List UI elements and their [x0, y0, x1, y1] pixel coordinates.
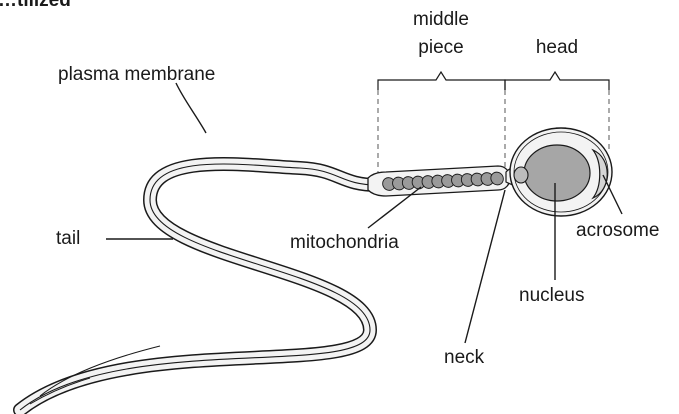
head	[506, 128, 612, 216]
label-plasma-membrane: plasma membrane	[58, 64, 215, 85]
header-fragment: …tilized	[0, 0, 71, 11]
tail	[20, 164, 378, 410]
acrosome-leader	[603, 175, 622, 214]
nucleus	[524, 145, 590, 201]
label-head: head	[536, 37, 578, 58]
label-neck: neck	[444, 347, 485, 368]
neck-leader	[465, 190, 505, 343]
middle-piece-brace	[378, 72, 505, 90]
label-middle-line2: piece	[418, 37, 463, 58]
middle-piece	[368, 166, 510, 196]
plasma-membrane-leader	[176, 83, 206, 133]
centriole	[514, 167, 528, 183]
label-acrosome: acrosome	[576, 220, 659, 241]
label-tail: tail	[56, 228, 80, 249]
label-mitochondria: mitochondria	[290, 232, 399, 253]
label-nucleus: nucleus	[519, 285, 585, 306]
label-middle-line1: middle	[413, 9, 469, 30]
head-brace	[505, 72, 609, 90]
